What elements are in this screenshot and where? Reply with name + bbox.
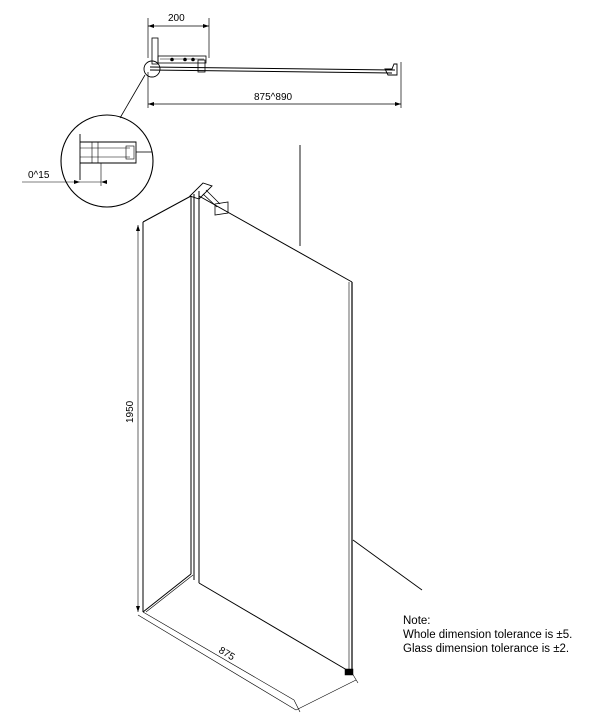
note-title: Note: (403, 615, 431, 627)
panel-isometric (137, 145, 423, 713)
dim-detail-gap: 0^15 (28, 170, 50, 181)
dim-bracket-width: 200 (168, 13, 185, 24)
dimension-arrows (74, 24, 401, 612)
detail-view (22, 114, 154, 208)
dim-top-width-range: 875^890 (254, 92, 293, 103)
note-whole-tolerance: Whole dimension tolerance is ±5. (403, 629, 573, 641)
plan-view (119, 18, 402, 119)
note-glass-tolerance: Glass dimension tolerance is ±2. (403, 643, 570, 655)
tolerance-note: Note: Whole dimension tolerance is ±5. G… (403, 614, 572, 656)
dim-panel-width: 875 (216, 645, 236, 663)
dim-panel-height: 1950 (125, 400, 136, 423)
